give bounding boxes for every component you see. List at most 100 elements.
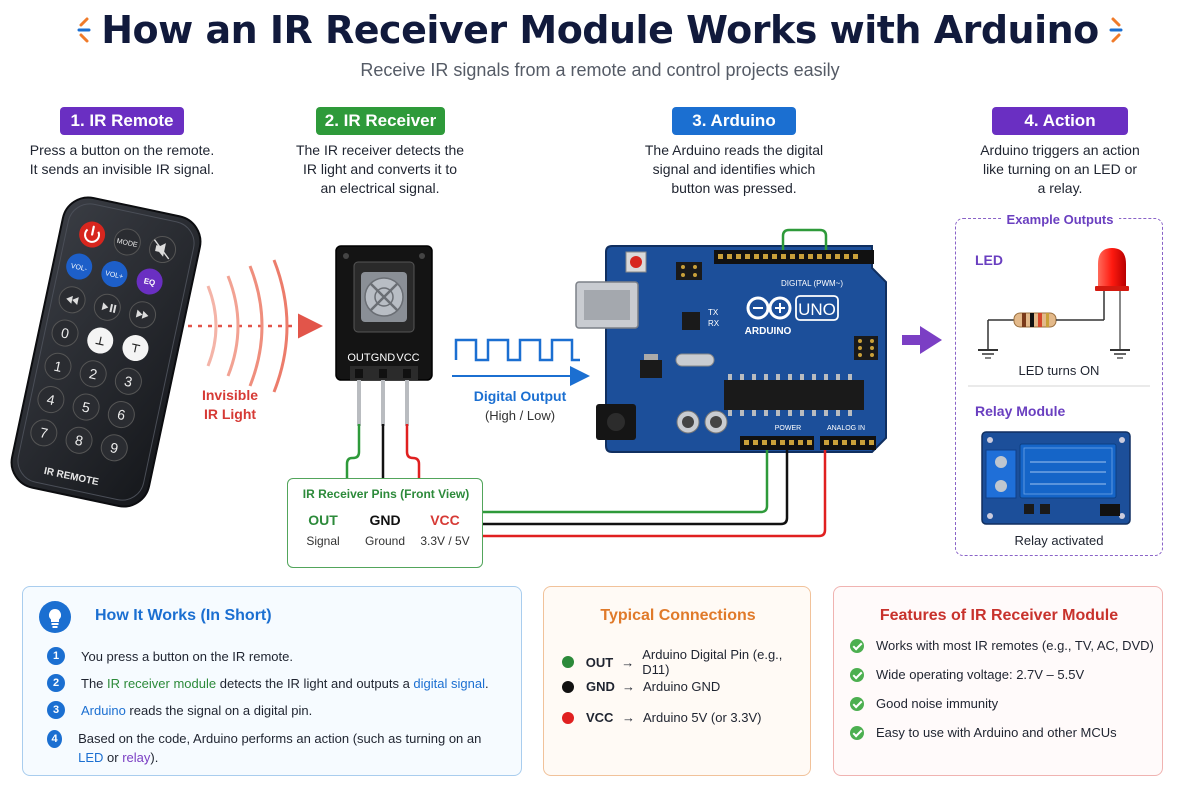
step-desc-line: a relay. [1037, 180, 1083, 196]
step-desc-line: The IR receiver detects the [295, 142, 465, 158]
connection-dot [562, 656, 574, 668]
ir-waves [188, 259, 323, 393]
step-badge-ir-remote: 1. IR Remote [60, 107, 184, 135]
digital-output-sub: (High / Low) [484, 408, 556, 423]
svg-text:⊤: ⊤ [129, 342, 141, 356]
feature-text: Good noise immunity [876, 696, 999, 711]
step-desc-line: It sends an invisible IR signal. [29, 161, 215, 177]
connection-target: Arduino GND [643, 679, 721, 694]
remote-button-7: 7 [38, 424, 49, 441]
how-item-number: 2 [47, 674, 65, 692]
how-item-part: reads the signal on a digital pin. [125, 703, 313, 718]
ir-light-label: Invisible IR Light [190, 386, 270, 424]
pin-out-sub: Signal [306, 534, 340, 548]
next-icon [129, 301, 157, 329]
how-item-text: You press a button on the IR remote. [81, 647, 293, 666]
remote-button-eq: EQ [143, 276, 156, 287]
lightbulb-icon [39, 601, 71, 633]
pin-vcc-name: VCC [430, 512, 460, 528]
how-item-number: 1 [47, 647, 65, 665]
check-icon [850, 696, 864, 711]
arrow-right-icon: → [622, 679, 635, 694]
remote-button-6: 6 [116, 406, 127, 423]
digital-output-label: Digital Output [473, 388, 567, 404]
remote-button-9: 9 [109, 439, 120, 456]
arduino-model-label: UNO [798, 300, 836, 319]
how-it-works-title: How It Works (In Short) [95, 607, 272, 624]
connection-target: Arduino Digital Pin (e.g., D11) [642, 647, 783, 677]
page-subtitle: Receive IR signals from a remote and con… [360, 60, 840, 80]
connection-dot [562, 711, 574, 724]
relay-caption: Relay activated [1014, 533, 1104, 548]
how-item-part: IR receiver module [107, 676, 217, 691]
remote-button-vol-plus: VOL+ [104, 270, 123, 281]
pin-gnd-name: GND [369, 512, 401, 528]
step-desc-ir-receiver: The IR receiver detects the IR light and… [280, 141, 480, 198]
how-item-3: 3 Arduino reads the signal on a digital … [47, 701, 507, 720]
example-outputs-title-text: Example Outputs [1000, 212, 1120, 227]
relay-title: Relay Module [975, 403, 1066, 419]
how-item-text: The IR receiver module detects the IR li… [81, 674, 489, 693]
features-card: Features of IR Receiver Module Works wit… [833, 586, 1163, 776]
pin-out: OUT Signal [292, 512, 354, 548]
pin-gnd: GND Ground [354, 512, 416, 548]
led-title: LED [975, 252, 1003, 268]
remote-button-8: 8 [74, 432, 85, 449]
pin-vcc-sub: 3.3V / 5V [420, 534, 470, 548]
check-icon [850, 725, 864, 740]
how-item-part: You press a button on the IR remote. [81, 649, 293, 664]
connection-pin: GND [586, 679, 615, 694]
arrow-right-icon: → [622, 710, 635, 725]
page-title-text: How an IR Receiver Module Works with Ard… [101, 8, 1099, 52]
how-item-part: The [81, 676, 108, 691]
how-item-1: 1 You press a button on the IR remote. [47, 647, 507, 666]
ir-light-label-line: IR Light [203, 406, 257, 422]
connection-row-vcc: VCC → Arduino 5V (or 3.3V) [562, 710, 762, 725]
typical-connections-card: Typical Connections OUT → Arduino Digita… [543, 586, 811, 776]
how-it-works-card: How It Works (In Short) 1 You press a bu… [22, 586, 522, 776]
svg-text:⊥: ⊥ [94, 335, 106, 349]
arduino-rx-label: RX [708, 319, 720, 328]
arduino-analog-label: ANALOG IN [827, 425, 865, 432]
connection-target: Arduino 5V (or 3.3V) [643, 710, 762, 725]
how-item-text: Arduino reads the signal on a digital pi… [81, 701, 312, 720]
example-outputs-title: Example Outputs [956, 209, 1164, 228]
how-item-part: digital signal [413, 676, 485, 691]
step-desc-line: IR light and converts it to [302, 161, 458, 177]
step-desc-line: Arduino triggers an action [980, 142, 1140, 158]
how-item-part: Arduino [81, 703, 126, 718]
step-desc-line: button was pressed. [671, 180, 797, 196]
pin-gnd-sub: Ground [364, 534, 406, 548]
how-item-part: . [484, 676, 489, 691]
arrow-right-icon: → [621, 654, 635, 670]
arduino-logo-icon [746, 296, 792, 320]
remote-button-2: 2 [88, 365, 99, 382]
step-badge-arduino: 3. Arduino [672, 107, 796, 135]
page-title: How an IR Receiver Module Works with Ard… [0, 8, 1200, 52]
receiver-pins-title: IR Receiver Pins (Front View) [302, 487, 470, 501]
feature-item: Easy to use with Arduino and other MCUs [850, 725, 1117, 740]
sparkle-left-icon [77, 17, 91, 42]
remote-button-5: 5 [81, 398, 92, 415]
remote-button-1: 1 [52, 358, 63, 375]
arduino-digital-label: DIGITAL (PWM~) [781, 279, 843, 288]
ir-receiver-module: OUT GND VCC [335, 245, 433, 426]
sparkle-right-icon [1109, 17, 1123, 42]
led-caption: LED turns ON [1018, 363, 1100, 378]
how-item-number: 3 [47, 701, 65, 719]
features-title: Features of IR Receiver Module [879, 607, 1119, 624]
how-item-text: Based on the code, Arduino performs an a… [78, 729, 487, 767]
feature-text: Works with most IR remotes (e.g., TV, AC… [876, 638, 1154, 653]
step-desc-line: an electrical signal. [320, 180, 440, 196]
connection-pin: VCC [586, 710, 614, 725]
plus-icon [122, 335, 149, 362]
remote-button-4: 4 [45, 391, 56, 408]
arduino-power-label: POWER [775, 425, 801, 432]
typical-connections-title: Typical Connections [600, 607, 756, 624]
minus-icon [87, 327, 114, 354]
how-item-2: 2 The IR receiver module detects the IR … [47, 674, 507, 693]
led-circuit [978, 248, 1130, 359]
step-badge-ir-receiver: 2. IR Receiver [316, 107, 445, 135]
how-item-number: 4 [47, 730, 63, 748]
